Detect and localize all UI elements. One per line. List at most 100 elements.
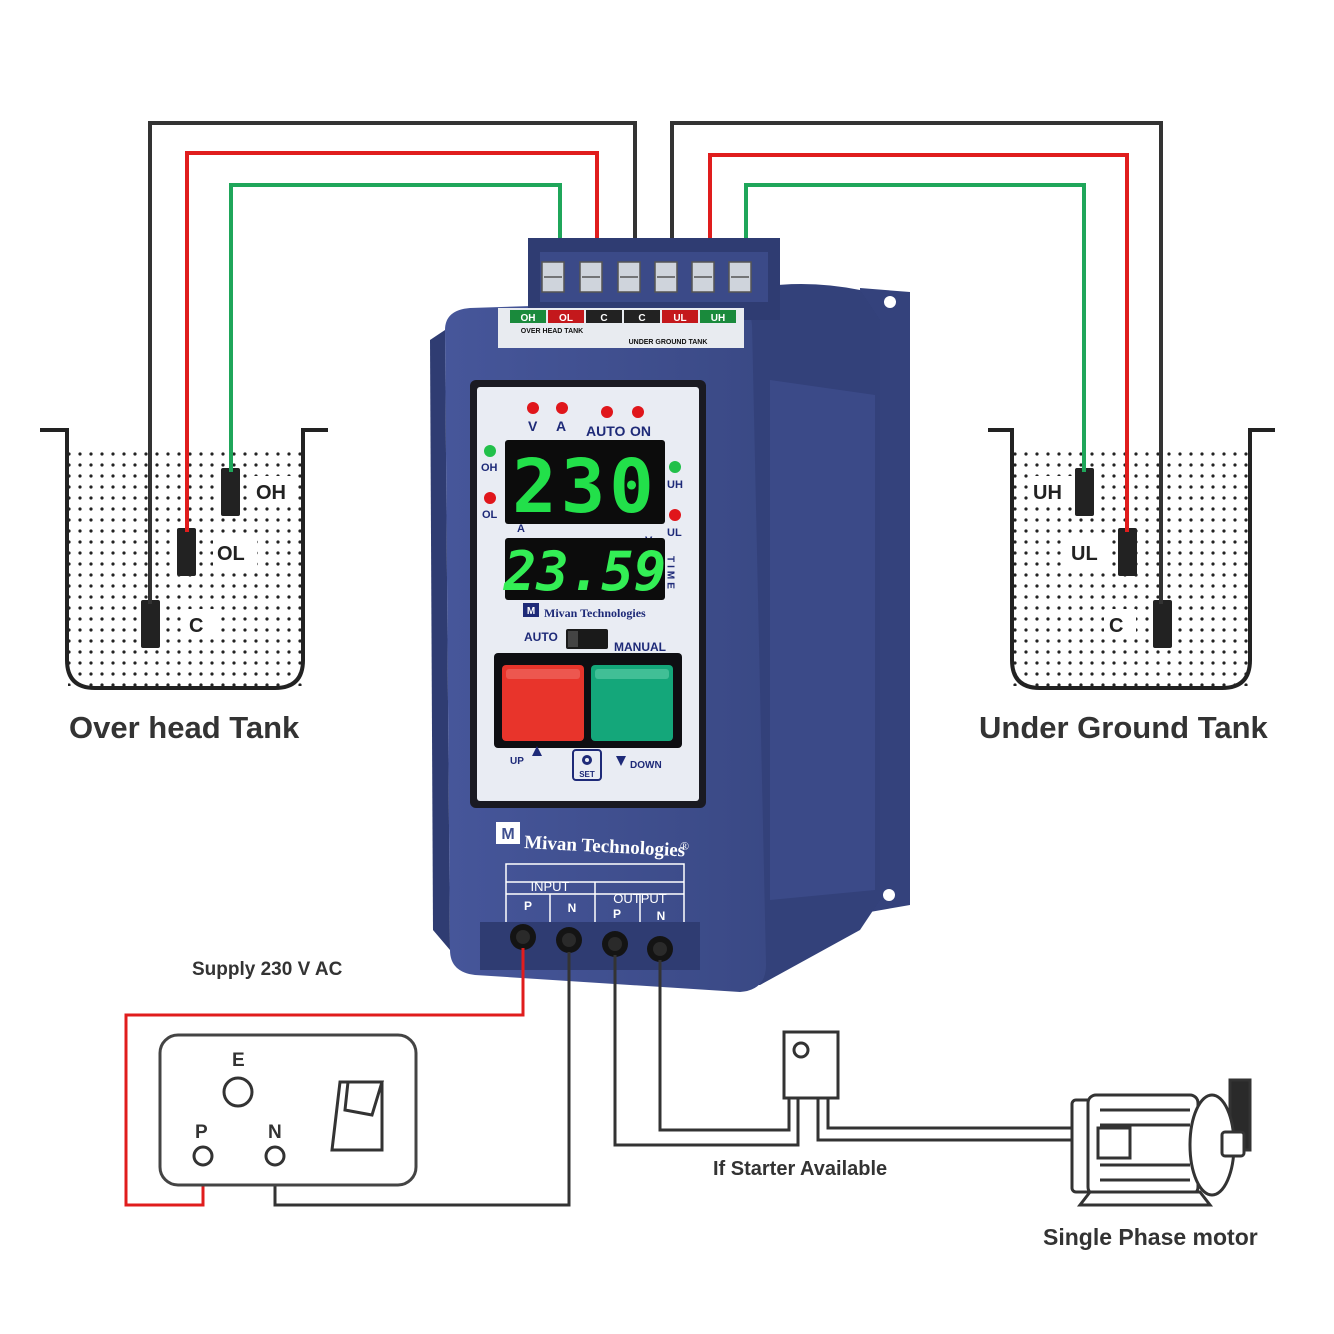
top-indicators: V A AUTO ON — [527, 402, 651, 439]
indicator-oh-led — [484, 445, 496, 457]
panel-brand-text: Mivan Technologies — [544, 606, 646, 620]
indicator-ol-led — [484, 492, 496, 504]
socket-pin-n — [264, 1145, 286, 1167]
switch-auto-label: AUTO — [524, 630, 558, 644]
sensor-wires — [148, 121, 1163, 604]
indicator-uh-label: UH — [667, 479, 683, 491]
overhead-probe-label-oh: OH — [256, 482, 286, 504]
underground-probe-label-c: C — [1109, 615, 1123, 637]
indicator-on-led — [632, 406, 644, 418]
switch-manual-label: MANUAL — [614, 640, 666, 654]
indicator-a-label: A — [556, 418, 566, 434]
underground-tank-probe-c — [1153, 600, 1172, 648]
starter-indicator-icon — [792, 1041, 810, 1059]
socket-pin-e-label: E — [232, 1050, 245, 1071]
main-display-unit-a: A — [517, 523, 525, 535]
indicator-on-label: ON — [630, 423, 651, 439]
terminal-label-oh: OH — [521, 313, 536, 324]
svg-text:M: M — [527, 606, 535, 617]
up-arrow-icon — [532, 746, 542, 756]
terminal-label-c1: C — [600, 313, 607, 324]
wire-output-phase — [613, 955, 800, 1147]
wire-output-neutral — [658, 960, 791, 1132]
terminal-label-c2: C — [638, 313, 645, 324]
power-socket: E P N — [158, 1033, 418, 1187]
supply-label: Supply 230 V AC — [192, 959, 343, 980]
indicator-auto-label: AUTO — [586, 423, 626, 439]
indicator-a-led — [556, 402, 568, 414]
output-label: OUTPUT — [613, 891, 667, 906]
motor-label: Single Phase motor — [1043, 1224, 1258, 1250]
bottom-terminal-holes — [510, 924, 673, 962]
input-label: INPUT — [531, 879, 570, 894]
underground-probe-label-ul: UL — [1071, 543, 1098, 565]
socket-pin-p — [192, 1145, 214, 1167]
indicator-ul-led — [669, 509, 681, 521]
down-button[interactable] — [591, 665, 673, 741]
terminal-label-ol: OL — [559, 313, 573, 324]
output-pin-p-label: P — [613, 907, 621, 921]
svg-text:M: M — [501, 826, 514, 843]
wire-underground-ul — [708, 153, 1129, 532]
indicator-ol-label: OL — [482, 509, 498, 521]
output-wires — [613, 955, 1082, 1147]
socket-switch-icon — [330, 1080, 385, 1152]
up-button-label: UP — [510, 756, 524, 767]
terminal-label-ul: UL — [673, 313, 686, 324]
wire-overhead-oh — [229, 183, 562, 472]
terminal-label-uh: UH — [711, 313, 725, 324]
wire-supply-phase — [124, 948, 525, 1207]
overhead-tank: OH OL C Over head Tank — [40, 428, 328, 745]
down-button-label: DOWN — [630, 760, 662, 771]
wire-starter-to-motor-1 — [816, 1098, 1082, 1142]
indicator-auto-led — [601, 406, 613, 418]
output-pin-n-label: N — [657, 909, 666, 923]
top-terminal-labels: OH OL C C UL UH OVER HEAD TANK UNDER GRO… — [510, 310, 736, 346]
input-pin-p-label: P — [524, 899, 532, 913]
indicator-v-led — [527, 402, 539, 414]
wire-underground-uh — [744, 183, 1086, 472]
down-arrow-icon — [616, 756, 626, 766]
underground-tank-probe-ul — [1118, 528, 1137, 576]
underground-tank: UH UL C Under Ground Tank — [979, 428, 1275, 745]
indicator-ul-label: UL — [667, 527, 682, 539]
underground-tank-probe-uh — [1075, 468, 1094, 516]
panel-brand: M Mivan Technologies — [523, 603, 646, 620]
motor-icon — [1070, 1078, 1252, 1207]
time-display-value: 23.59 — [503, 540, 667, 603]
indicator-v-label: V — [528, 418, 538, 434]
body-brand-logo — [496, 822, 520, 844]
overhead-tank-probe-c — [141, 600, 160, 648]
wire-overhead-ol — [185, 151, 599, 532]
underground-probe-label-uh: UH — [1033, 482, 1062, 504]
main-display — [505, 440, 665, 524]
indicator-oh-label: OH — [481, 462, 498, 474]
input-pin-n-label: N — [568, 901, 577, 915]
socket-pin-p-label: P — [195, 1122, 208, 1143]
starter-box — [782, 1030, 840, 1100]
time-display — [505, 538, 665, 600]
terminal-group-overhead: OVER HEAD TANK — [521, 328, 583, 335]
overhead-probe-label-c: C — [189, 615, 203, 637]
svg-text:®: ® — [680, 839, 689, 853]
set-button-label: SET — [579, 770, 595, 779]
overhead-tank-title: Over head Tank — [69, 710, 300, 745]
main-display-value: 230 — [512, 444, 658, 530]
controller-unit: OH OL C C UL UH OVER HEAD TANK UNDER GRO… — [430, 238, 910, 992]
overhead-tank-probe-oh — [221, 468, 240, 516]
wire-starter-to-motor-2 — [826, 1098, 1082, 1130]
up-button[interactable] — [502, 665, 584, 741]
socket-pin-e — [222, 1076, 254, 1108]
starter-label: If Starter Available — [713, 1158, 887, 1180]
socket-pin-n-label: N — [268, 1122, 282, 1143]
indicator-uh-led — [669, 461, 681, 473]
time-display-label: TIME — [665, 556, 676, 592]
terminal-group-underground: UNDER GROUND TANK — [629, 339, 708, 346]
wire-overhead-c — [148, 121, 637, 604]
overhead-tank-probe-ol — [177, 528, 196, 576]
panel-brand-logo — [523, 603, 539, 617]
overhead-probe-label-ol: OL — [217, 543, 245, 565]
underground-tank-title: Under Ground Tank — [979, 710, 1269, 745]
wire-underground-c — [670, 121, 1163, 604]
